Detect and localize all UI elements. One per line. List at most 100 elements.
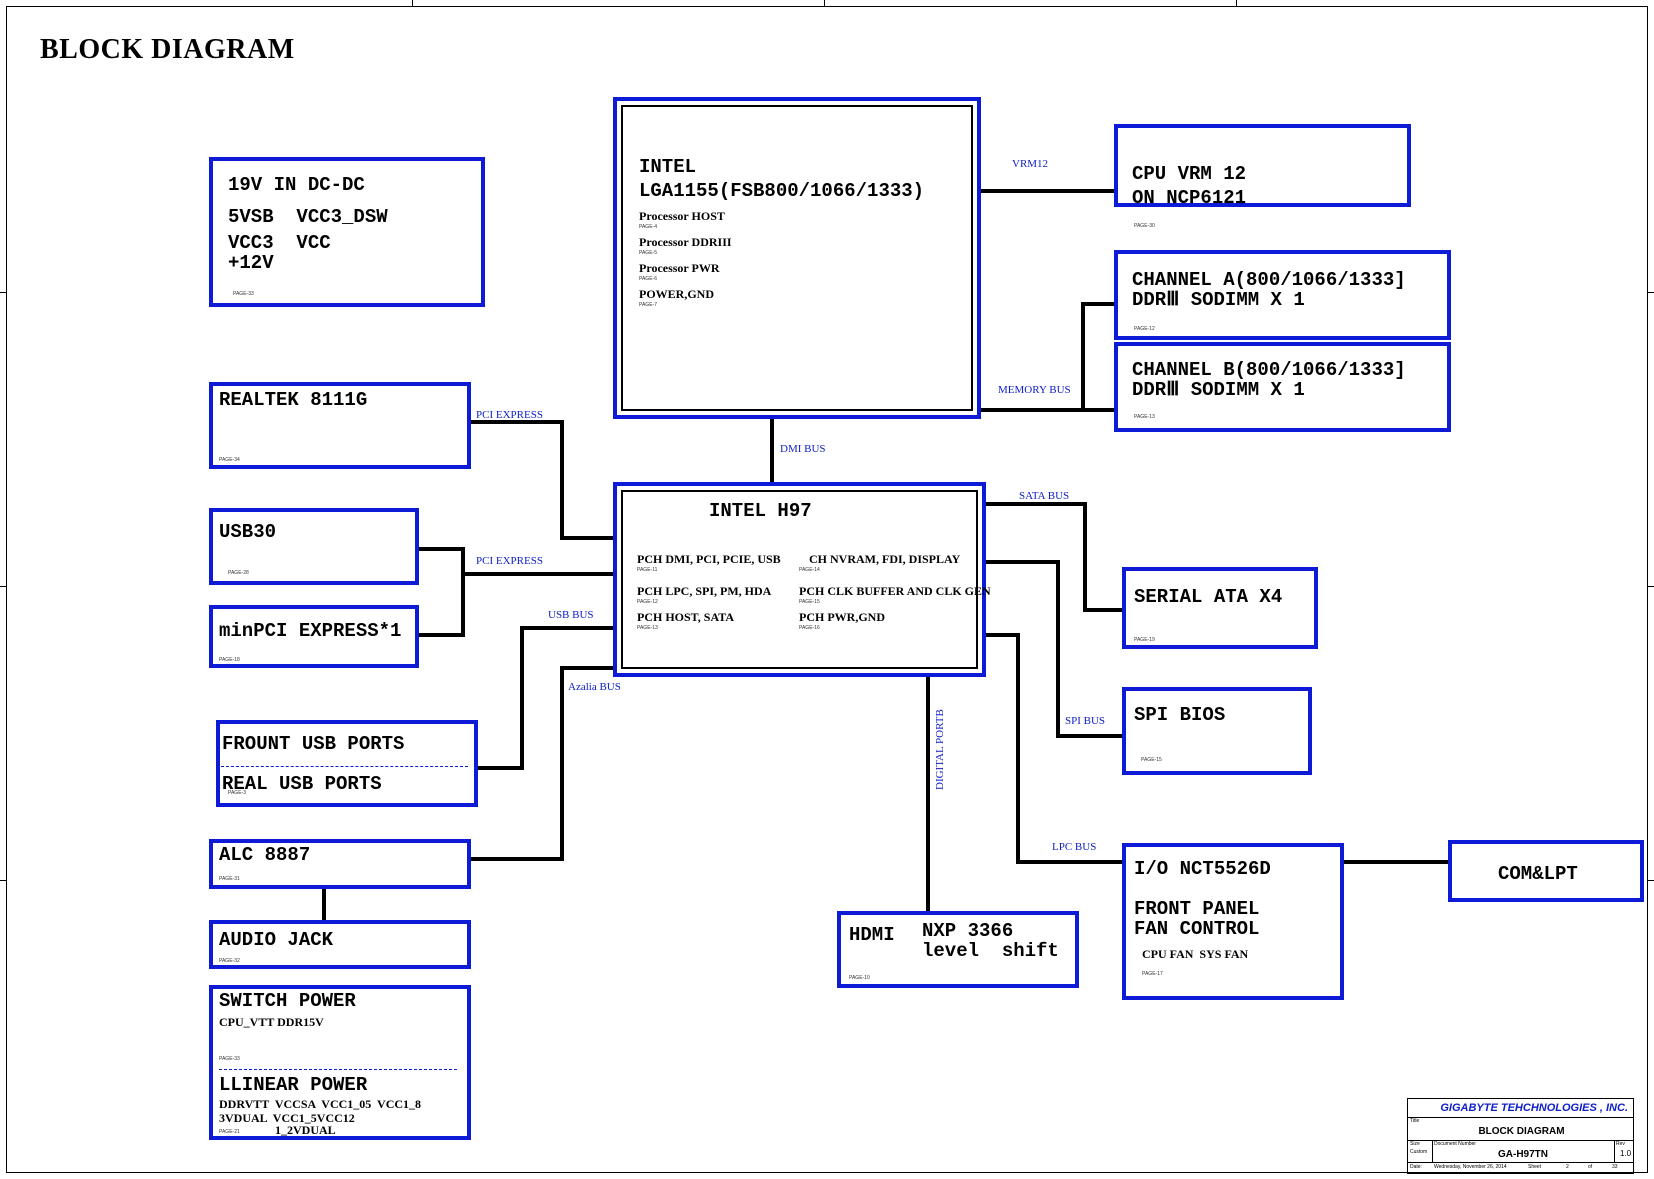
- power-dcdc-block: 19V IN DC-DC 5VSB VCC3_DSW VCC3 VCC +12V…: [209, 157, 485, 307]
- pch-item: PCH LPC, SPI, PM, HDA: [637, 584, 772, 598]
- sheet-total: 33: [1612, 1164, 1618, 1170]
- block-label: FROUNT USB PORTS: [222, 733, 405, 755]
- date-label: Date:: [1410, 1164, 1422, 1170]
- page-ref: PAGE-5: [639, 250, 657, 256]
- page-ref: PAGE-7: [639, 302, 657, 308]
- block-label: level shift: [922, 940, 1059, 962]
- frame-tick: [1648, 292, 1654, 293]
- bus-label-lpc: LPC BUS: [1052, 841, 1097, 853]
- block-label: CPU VRM 12: [1132, 163, 1247, 185]
- usb-ports-block: FROUNT USB PORTS REAL USB PORTS PAGE-3: [216, 720, 478, 807]
- bus-label-azalia: Azalia BUS: [568, 681, 621, 693]
- block-label: VCC3 VCC: [228, 232, 331, 254]
- rev-label: Rev: [1616, 1141, 1625, 1147]
- page-ref: PAGE-14: [799, 567, 820, 573]
- drawing-frame: [6, 6, 1648, 1173]
- sheet-title: BLOCK DIAGRAM: [1478, 1126, 1565, 1137]
- frame-tick: [1236, 0, 1237, 6]
- pch-item: PCH HOST, SATA: [637, 610, 735, 624]
- page-ref: PAGE-30: [1134, 223, 1155, 229]
- page-ref: PAGE-3: [228, 790, 246, 796]
- cpu-vrm-block: CPU VRM 12 ON NCP6121 PAGE-30: [1114, 124, 1411, 229]
- block-label: I/O NCT5526D: [1134, 858, 1271, 880]
- size-value: Custom: [1410, 1149, 1428, 1155]
- size-label: Size: [1410, 1141, 1420, 1147]
- page-ref: PAGE-13: [637, 625, 658, 631]
- docnum-label: Document Number: [1434, 1141, 1476, 1147]
- of-label: of: [1588, 1164, 1593, 1170]
- pch-item: PCH CLK BUFFER AND CLK GEN: [799, 584, 991, 598]
- wire-spi: [984, 560, 1124, 738]
- audio-jack-block: AUDIO JACK PAGE-32: [209, 920, 471, 969]
- bus-label-memory: MEMORY BUS: [998, 384, 1071, 396]
- wire-usb30: [416, 547, 465, 637]
- block-label: DDRVTT VCCSA VCC1_05 VCC1_8: [219, 1097, 422, 1111]
- pch-item: CH NVRAM, FDI, DISPLAY: [809, 552, 961, 566]
- power-rails-block: SWITCH POWER CPU_VTT DDR15V PAGE-33 LLIN…: [209, 985, 471, 1140]
- cpu-item: Processor HOST: [639, 209, 725, 223]
- bus-label-digital: DIGITAL PORTB: [934, 709, 946, 790]
- sheet-number: 2: [1566, 1164, 1569, 1170]
- block-label: 5VSB VCC3_DSW: [228, 206, 388, 228]
- page-ref: PAGE-6: [639, 276, 657, 282]
- block-label: CHANNEL A(800/1066/1333]: [1132, 269, 1406, 291]
- sheet-label: Sheet: [1528, 1164, 1542, 1170]
- pch-item: PCH DMI, PCI, PCIE, USB: [637, 552, 781, 566]
- wire-memory-a: [1081, 302, 1116, 412]
- frame-tick: [0, 292, 6, 293]
- block-label: minPCI EXPRESS*1: [219, 620, 402, 642]
- frame-tick: [1648, 586, 1654, 587]
- block-label: 19V IN DC-DC: [228, 174, 365, 196]
- block-label: +12V: [228, 252, 274, 274]
- block-label: CHANNEL B(800/1066/1333]: [1132, 359, 1406, 381]
- frame-tick: [0, 880, 6, 881]
- bus-label-sata: SATA BUS: [1019, 490, 1070, 502]
- block-label: SWITCH POWER: [219, 990, 356, 1012]
- wire-azalia: [468, 666, 616, 861]
- page-ref: PAGE-4: [639, 224, 657, 230]
- bus-label-spi: SPI BUS: [1065, 715, 1106, 727]
- block-label: CPU_VTT DDR15V: [219, 1015, 324, 1029]
- frame-tick: [0, 586, 6, 587]
- cpu-item: Processor DDRIII: [639, 235, 732, 249]
- ddr-channel-b-block: CHANNEL B(800/1066/1333] DDRⅢ SODIMM X 1…: [1114, 342, 1451, 432]
- block-label: ON NCP6121: [1132, 187, 1247, 209]
- io-controller-block: I/O NCT5526D FRONT PANEL FAN CONTROL CPU…: [1122, 843, 1344, 1000]
- pch-block: INTEL H97 PCH DMI, PCI, PCIE, USB PAGE-1…: [613, 482, 991, 677]
- bus-label-usb: USB BUS: [548, 609, 594, 621]
- bus-label-dmi: DMI BUS: [780, 443, 826, 455]
- block-label: SPI BIOS: [1134, 704, 1226, 726]
- page-ref: PAGE-28: [228, 570, 249, 576]
- cpu-socket: LGA1155(FSB800/1066/1333): [639, 180, 925, 202]
- block-label: NXP 3366: [922, 920, 1014, 942]
- page-ref: PAGE-13: [1134, 414, 1155, 420]
- title-block: GIGABYTE TEHCHNOLOGIES , INC. Title BLOC…: [1407, 1098, 1634, 1174]
- separator: [219, 1069, 457, 1070]
- frame-tick: [1648, 880, 1654, 881]
- date-value: Wednesday, November 26, 2014: [1434, 1164, 1507, 1170]
- page-ref: PAGE-16: [799, 625, 820, 631]
- block-label: SERIAL ATA X4: [1134, 586, 1283, 608]
- frame-tick: [412, 0, 413, 6]
- bus-label-pcie: PCI EXPRESS: [476, 409, 543, 421]
- rev-value: 1.0: [1620, 1149, 1632, 1158]
- com-lpt-block: COM&LPT: [1448, 840, 1644, 902]
- wire-usb-ports: [475, 626, 616, 770]
- hdmi-block: HDMI NXP 3366 level shift PAGE-10: [837, 911, 1079, 988]
- separator: [216, 766, 468, 767]
- cpu-item: Processor PWR: [639, 261, 720, 275]
- block-label: AUDIO JACK: [219, 929, 334, 951]
- block-label: HDMI: [849, 924, 895, 946]
- block-label: DDRⅢ SODIMM X 1: [1132, 289, 1305, 311]
- sata-block: SERIAL ATA X4 PAGE-19: [1122, 567, 1318, 649]
- page-ref: PAGE-33: [219, 1056, 240, 1062]
- cpu-title: INTEL: [639, 156, 697, 178]
- block-label: USB30: [219, 521, 277, 543]
- docnum-value: GA-H97TN: [1497, 1149, 1548, 1160]
- bus-label-vrm12: VRM12: [1012, 158, 1049, 170]
- usb30-block: USB30 PAGE-28: [209, 508, 419, 585]
- page-ref: PAGE-11: [637, 567, 658, 573]
- realtek-lan-block: REALTEK 8111G PAGE-34: [209, 382, 471, 469]
- block-label: FAN CONTROL: [1134, 918, 1260, 940]
- wire-lpc: [984, 633, 1124, 864]
